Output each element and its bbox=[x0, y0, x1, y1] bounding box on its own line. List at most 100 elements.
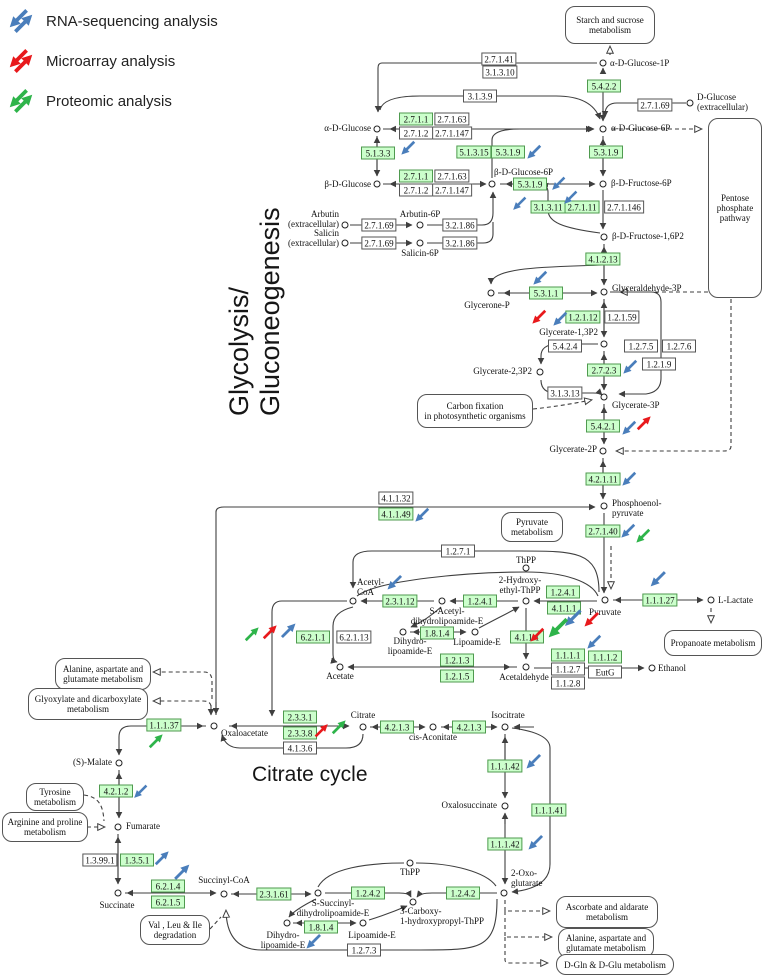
metabolite-node[interactable] bbox=[501, 802, 509, 810]
metabolite-node[interactable] bbox=[686, 99, 694, 107]
metabolite-node[interactable] bbox=[522, 564, 530, 572]
enzyme-box[interactable]: 4.2.1.2 bbox=[99, 784, 133, 798]
enzyme-box[interactable]: 1.2.1.9 bbox=[642, 357, 676, 371]
enzyme-box[interactable]: 1.1.2.8 bbox=[551, 676, 585, 690]
enzyme-box[interactable]: 2.7.1.69 bbox=[361, 218, 397, 232]
enzyme-box[interactable]: 3.1.3.13 bbox=[547, 386, 583, 400]
enzyme-box[interactable]: 4.1.3.6 bbox=[283, 741, 317, 755]
enzyme-box[interactable]: 5.1.3.3 bbox=[361, 146, 395, 160]
enzyme-box[interactable]: 1.1.1.42 bbox=[487, 759, 523, 773]
enzyme-box[interactable]: 4.1.2.13 bbox=[585, 252, 621, 266]
metabolite-node[interactable] bbox=[314, 889, 322, 897]
enzyme-box[interactable]: 1.2.7.1 bbox=[441, 544, 475, 558]
pathway-box-ascorbate[interactable]: Ascorbate and aldarate metabolism bbox=[556, 896, 658, 928]
enzyme-box[interactable]: 4.2.1.3 bbox=[452, 720, 486, 734]
enzyme-box[interactable]: 6.2.1.13 bbox=[336, 630, 372, 644]
pathway-box-pentose[interactable]: Pentose phosphate pathway bbox=[708, 118, 762, 298]
metabolite-node[interactable] bbox=[115, 759, 123, 767]
metabolite-node[interactable] bbox=[600, 502, 608, 510]
enzyme-box[interactable]: 2.7.1.11 bbox=[564, 200, 600, 214]
enzyme-box[interactable]: 2.3.1.12 bbox=[382, 594, 418, 608]
enzyme-box[interactable]: 2.7.1.146 bbox=[604, 200, 644, 214]
enzyme-box[interactable]: 1.1.1.27 bbox=[642, 593, 678, 607]
enzyme-box[interactable]: 4.2.1.11 bbox=[585, 472, 621, 486]
metabolite-node[interactable] bbox=[409, 898, 417, 906]
enzyme-box[interactable]: 4.2.1.3 bbox=[380, 720, 414, 734]
metabolite-node[interactable] bbox=[283, 919, 291, 927]
pathway-box-pyruvate-metabolism[interactable]: Pyruvate metabolism bbox=[501, 512, 563, 542]
enzyme-box[interactable]: 4.1.1.49 bbox=[378, 507, 414, 521]
enzyme-box[interactable]: 4.1.1.32 bbox=[378, 491, 414, 505]
metabolite-node[interactable] bbox=[373, 180, 381, 188]
enzyme-box[interactable]: 1.1.1.1 bbox=[551, 648, 585, 662]
metabolite-node[interactable] bbox=[336, 663, 344, 671]
enzyme-box[interactable]: 1.2.1.3 bbox=[440, 653, 474, 667]
enzyme-box[interactable]: 1.2.4.2 bbox=[446, 886, 480, 900]
enzyme-box[interactable]: 2.7.1.41 bbox=[481, 52, 517, 66]
metabolite-node[interactable] bbox=[648, 664, 656, 672]
metabolite-node[interactable] bbox=[600, 288, 608, 296]
enzyme-box[interactable]: 3.1.3.10 bbox=[482, 65, 518, 79]
metabolite-node[interactable] bbox=[114, 823, 122, 831]
enzyme-box[interactable]: 2.7.1.40 bbox=[585, 524, 621, 538]
metabolite-node[interactable] bbox=[471, 628, 479, 636]
enzyme-box[interactable]: 2.7.1.69 bbox=[361, 236, 397, 250]
enzyme-box[interactable]: 6.2.1.4 bbox=[151, 879, 185, 893]
enzyme-box[interactable]: 2.7.1.1 bbox=[399, 112, 433, 126]
metabolite-node[interactable] bbox=[599, 447, 607, 455]
enzyme-box[interactable]: 2.3.3.1 bbox=[283, 710, 317, 724]
pathway-box-starch[interactable]: Starch and sucrose metabolism bbox=[565, 6, 655, 44]
metabolite-node[interactable] bbox=[599, 180, 607, 188]
enzyme-box[interactable]: 3.1.3.11 bbox=[530, 200, 566, 214]
enzyme-box[interactable]: 2.3.3.8 bbox=[283, 726, 317, 740]
enzyme-box[interactable]: 1.2.4.2 bbox=[351, 886, 385, 900]
enzyme-box[interactable]: 1.1.1.37 bbox=[146, 718, 182, 732]
enzyme-box[interactable]: 1.3.5.1 bbox=[120, 853, 154, 867]
enzyme-box[interactable]: 1.1.1.41 bbox=[531, 803, 567, 817]
enzyme-box[interactable]: 6.2.1.5 bbox=[151, 895, 185, 909]
metabolite-node[interactable] bbox=[599, 59, 607, 67]
pathway-box-ala-asp-glu-2[interactable]: Alanine, aspartate and glutamate metabol… bbox=[558, 928, 654, 958]
enzyme-box[interactable]: 1.2.7.6 bbox=[662, 339, 696, 353]
enzyme-box[interactable]: 5.3.1.9 bbox=[589, 145, 623, 159]
enzyme-box[interactable]: 4.1.1.1 bbox=[510, 630, 544, 644]
enzyme-box[interactable]: 1.3.99.1 bbox=[82, 853, 118, 867]
metabolite-node[interactable] bbox=[341, 239, 349, 247]
pathway-box-propanoate[interactable]: Propanoate metabolism bbox=[664, 630, 762, 656]
enzyme-box[interactable]: 2.7.1.63 bbox=[434, 112, 470, 126]
metabolite-node[interactable] bbox=[522, 597, 530, 605]
metabolite-node[interactable] bbox=[429, 723, 437, 731]
metabolite-node[interactable] bbox=[359, 919, 367, 927]
enzyme-box[interactable]: 2.7.1.147 bbox=[432, 126, 472, 140]
metabolite-node[interactable] bbox=[599, 125, 607, 133]
enzyme-box[interactable]: 1.2.7.3 bbox=[347, 943, 381, 957]
enzyme-box[interactable]: 3.2.1.86 bbox=[442, 236, 478, 250]
enzyme-box[interactable]: 5.4.2.4 bbox=[548, 339, 582, 353]
metabolite-node[interactable] bbox=[341, 221, 349, 229]
metabolite-node[interactable] bbox=[438, 597, 446, 605]
metabolite-node[interactable] bbox=[359, 723, 367, 731]
enzyme-box[interactable]: 4.1.1.1 bbox=[547, 601, 581, 615]
pathway-box-ala-asp-glu[interactable]: Alanine, aspartate and glutamate metabol… bbox=[55, 658, 151, 690]
enzyme-box[interactable]: 1.8.1.4 bbox=[420, 626, 454, 640]
enzyme-box[interactable]: 5.3.1.9 bbox=[513, 177, 547, 191]
metabolite-node[interactable] bbox=[600, 393, 608, 401]
enzyme-box[interactable]: 5.3.1.1 bbox=[529, 286, 563, 300]
enzyme-box[interactable]: 2.7.2.3 bbox=[587, 363, 621, 377]
enzyme-box[interactable]: 1.1.1.42 bbox=[487, 837, 523, 851]
enzyme-box[interactable]: 1.2.1.5 bbox=[440, 669, 474, 683]
pathway-box-d-gln-d-glu[interactable]: D-Gln & D-Glu metabolism bbox=[556, 954, 674, 975]
enzyme-box[interactable]: 1.2.7.5 bbox=[624, 339, 658, 353]
metabolite-node[interactable] bbox=[220, 890, 228, 898]
enzyme-box[interactable]: 1.1.1.2 bbox=[588, 650, 622, 664]
enzyme-box[interactable]: 2.7.1.147 bbox=[432, 183, 472, 197]
metabolite-node[interactable] bbox=[399, 628, 407, 636]
metabolite-node[interactable] bbox=[210, 722, 218, 730]
metabolite-node[interactable] bbox=[416, 221, 424, 229]
metabolite-node[interactable] bbox=[600, 233, 608, 241]
metabolite-node[interactable] bbox=[601, 596, 609, 604]
enzyme-box[interactable]: 3.2.1.86 bbox=[442, 218, 478, 232]
metabolite-node[interactable] bbox=[488, 180, 496, 188]
enzyme-box[interactable]: 5.3.1.9 bbox=[491, 145, 525, 159]
enzyme-box[interactable]: 5.4.2.2 bbox=[587, 79, 621, 93]
